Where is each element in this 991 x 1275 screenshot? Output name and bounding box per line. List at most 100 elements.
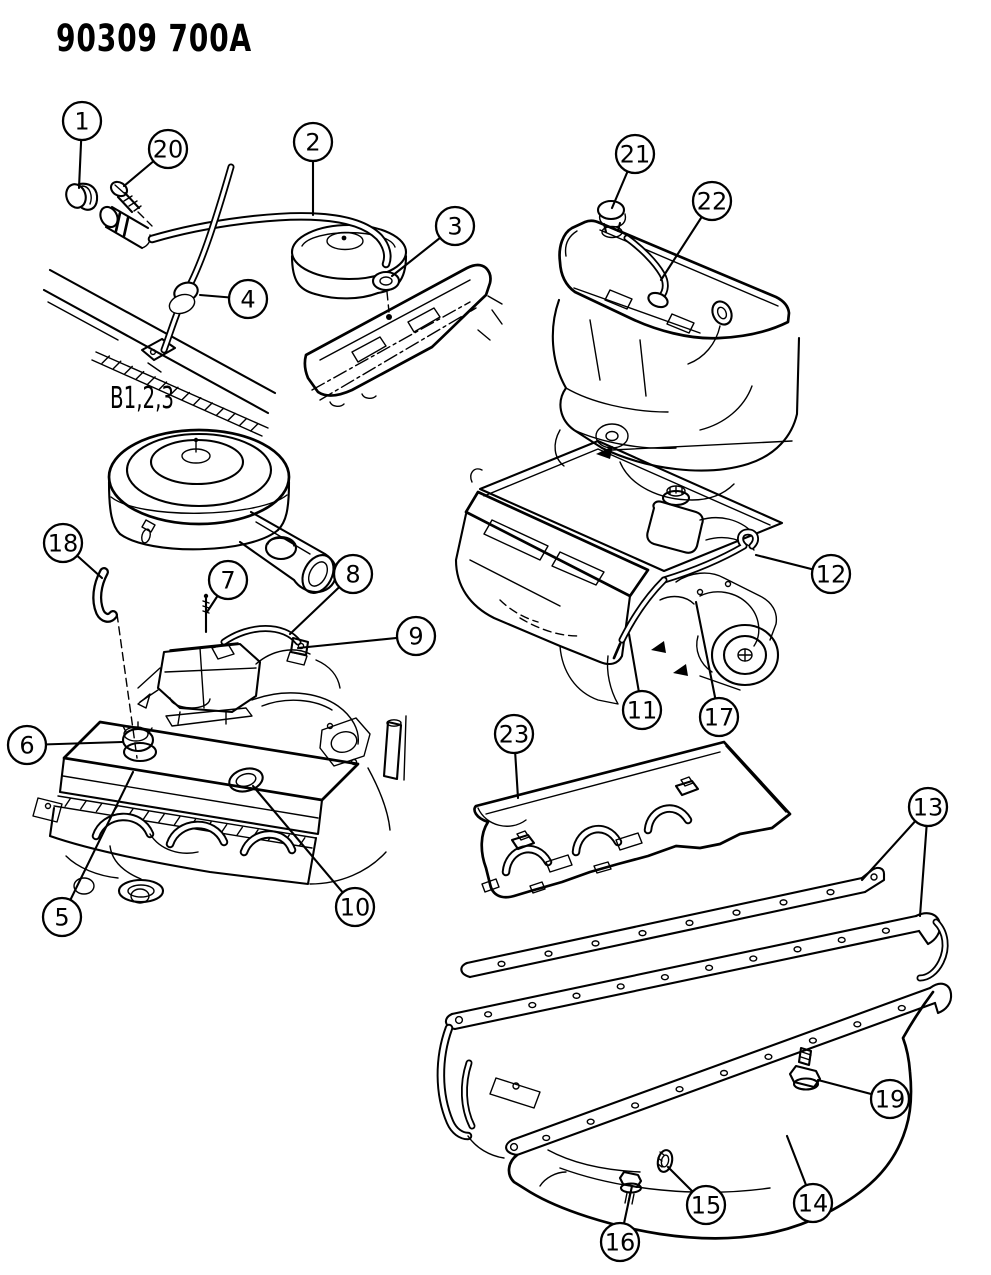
- bolt-hole: [542, 1134, 551, 1142]
- hatch-tick: [298, 837, 306, 847]
- callout-circle: [147, 128, 189, 170]
- view-arrow-icon: [673, 664, 688, 676]
- callout-circle: [493, 713, 535, 755]
- bolt-hole: [631, 1102, 640, 1109]
- callout-10: 10: [251, 784, 376, 928]
- hatch-tick: [142, 810, 150, 821]
- callout-circle: [227, 278, 269, 320]
- callout-5: 5: [41, 770, 135, 938]
- callout-circle: [292, 121, 334, 163]
- bolt-hole: [808, 1037, 817, 1044]
- callout-4: 4: [198, 278, 269, 320]
- callout-circle: [6, 724, 48, 766]
- callout-number: 11: [627, 697, 658, 725]
- callout-number: 1: [74, 108, 89, 136]
- callout-18: 18: [42, 522, 104, 580]
- callout-circle: [691, 180, 733, 222]
- bolt-hole: [719, 1069, 729, 1077]
- bolt-hole: [853, 1021, 862, 1028]
- callout-circle: [621, 689, 663, 731]
- callout-23: 23: [493, 713, 535, 800]
- callout-number: 3: [447, 213, 462, 241]
- hatch-tick: [238, 417, 248, 427]
- view-arrow-icon: [651, 641, 666, 653]
- callout-number: 20: [153, 136, 184, 164]
- hatch-tick: [95, 802, 103, 813]
- callout-number: 12: [816, 561, 847, 589]
- hatch-tick: [227, 412, 236, 422]
- hatch-tick: [101, 355, 111, 364]
- hatch-tick: [181, 391, 191, 401]
- bolt-hole: [497, 960, 506, 968]
- callout-number: 4: [240, 286, 255, 314]
- callout-number: 16: [605, 1229, 636, 1257]
- callout-circle: [42, 522, 84, 564]
- hatch-tick: [147, 376, 156, 385]
- bolt-hole: [826, 888, 835, 896]
- bolt-hole: [675, 1086, 684, 1093]
- bolt-hole: [764, 1053, 773, 1060]
- hatch-tick: [249, 423, 259, 432]
- callout-2: 2: [292, 121, 334, 217]
- callout-21: 21: [610, 133, 656, 210]
- hatch-tick: [135, 370, 145, 380]
- callout-1: 1: [61, 100, 103, 190]
- callout-13: 13: [860, 786, 949, 918]
- callout-circle: [810, 553, 852, 595]
- callout-number: 22: [697, 188, 728, 216]
- hatch-tick: [158, 813, 165, 823]
- callout-number: 15: [691, 1192, 722, 1220]
- callout-leader-line: [60, 770, 135, 919]
- hatch-tick: [220, 823, 228, 834]
- callout-circle: [434, 205, 476, 247]
- callout-circle: [698, 696, 740, 738]
- hatch-tick: [192, 396, 202, 406]
- callout-number: 8: [345, 561, 360, 589]
- hatch-tick: [204, 402, 213, 411]
- callout-circle: [599, 1221, 641, 1263]
- bolt-hole: [732, 909, 741, 916]
- hatch-tick: [112, 360, 122, 370]
- callout-number: 17: [704, 704, 735, 732]
- bolt-hole: [528, 1001, 537, 1009]
- callout-17: 17: [694, 600, 740, 738]
- callout-number: 7: [220, 567, 235, 595]
- bolt-hole: [616, 983, 625, 990]
- figure-air-cleaner-engine: [32, 428, 407, 904]
- bolt-hole: [591, 940, 600, 947]
- callout-number: 19: [875, 1086, 906, 1114]
- figure-code: 90309 700A: [56, 17, 252, 60]
- bolt-hole: [897, 1004, 906, 1012]
- callout-number: 18: [48, 530, 79, 558]
- figure-windage-tray: [473, 740, 792, 899]
- bolt-hole: [749, 955, 758, 962]
- callout-12: 12: [754, 553, 852, 595]
- hatch-tick: [64, 797, 72, 807]
- callout-circle: [869, 1078, 911, 1120]
- bolt-hole: [704, 964, 714, 972]
- callout-7: 7: [205, 559, 249, 614]
- callout-15: 15: [666, 1165, 727, 1226]
- bolt-hole: [793, 946, 802, 953]
- callout-circle: [685, 1184, 727, 1226]
- callout-11: 11: [621, 632, 663, 731]
- figure-oil-pan-gaskets: [436, 866, 953, 1240]
- callout-number: 14: [798, 1190, 829, 1218]
- callout-number: 2: [305, 129, 320, 157]
- callout-number: 5: [54, 904, 69, 932]
- callout-circle: [207, 559, 249, 601]
- bolt-hole: [660, 973, 670, 981]
- callout-8: 8: [288, 553, 374, 636]
- hatch-tick: [158, 381, 168, 391]
- figure-breather-tube-view: [42, 163, 503, 437]
- callout-circle: [907, 786, 949, 828]
- callout-9: 9: [296, 615, 437, 657]
- callout-16: 16: [599, 1184, 641, 1263]
- hatch-tick: [169, 386, 179, 396]
- view-label: B1,2,3: [110, 381, 174, 416]
- callout-6: 6: [6, 724, 124, 766]
- figure-valve-cover-breather-right: [551, 199, 801, 501]
- bolt-hole: [544, 950, 553, 957]
